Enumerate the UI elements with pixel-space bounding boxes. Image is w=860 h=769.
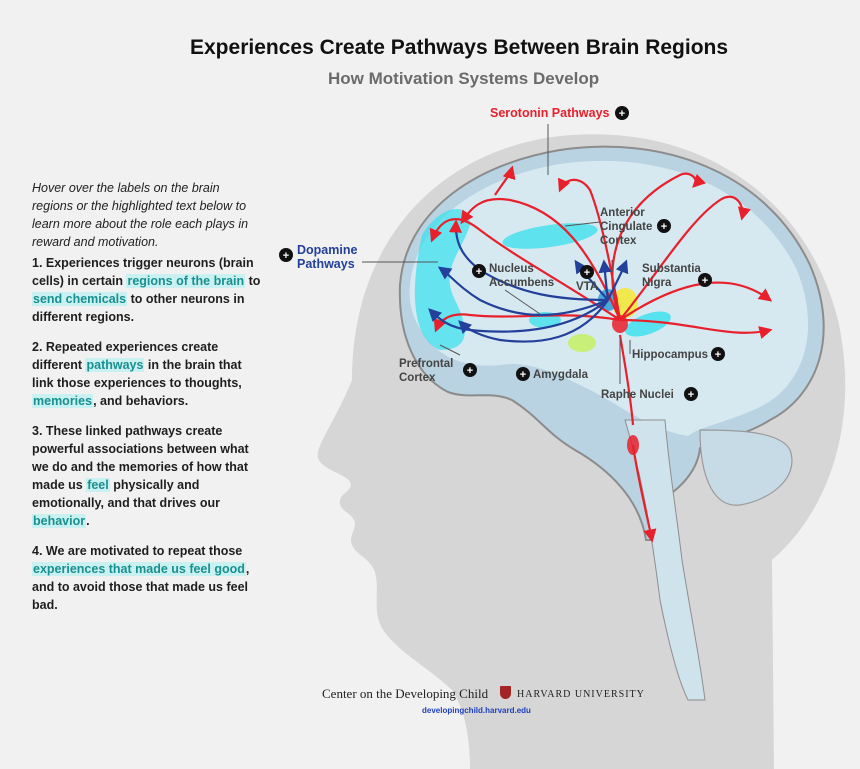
hippocampus-region[interactable] xyxy=(622,306,674,341)
svg-text:+: + xyxy=(619,108,625,120)
svg-text:Pathways: Pathways xyxy=(297,257,355,271)
footer-url[interactable]: developingchild.harvard.edu xyxy=(422,706,531,715)
svg-text:Cingulate: Cingulate xyxy=(600,221,652,233)
svg-text:+: + xyxy=(476,266,482,278)
svg-text:Hippocampus: Hippocampus xyxy=(632,349,708,361)
label-raphe-nuclei[interactable]: Raphe Nuclei + xyxy=(601,387,698,401)
plus-icon xyxy=(615,106,629,120)
footer-organization: Center on the Developing Child xyxy=(322,686,489,701)
page-title: Experiences Create Pathways Between Brai… xyxy=(190,36,729,59)
svg-text:VTA: VTA xyxy=(576,281,598,293)
step-1: 1. Experiences trigger neurons (brain ce… xyxy=(32,256,261,324)
plus-icon xyxy=(684,387,698,401)
plus-icon xyxy=(580,265,594,279)
step-3: 3. These linked pathways create powerful… xyxy=(32,424,249,528)
svg-text:+: + xyxy=(283,250,289,262)
label-amygdala[interactable]: + Amygdala xyxy=(516,367,589,381)
highlight-behavior[interactable]: behavior xyxy=(32,514,87,528)
anterior-cingulate-region[interactable] xyxy=(501,218,599,253)
svg-text:Substantia: Substantia xyxy=(642,263,701,275)
svg-text:Raphe Nuclei: Raphe Nuclei xyxy=(601,389,674,401)
serotonin-pathways xyxy=(429,165,773,543)
svg-text:+: + xyxy=(715,349,721,361)
highlight-experiences-feel-good[interactable]: experiences that made us feel good xyxy=(32,562,246,576)
svg-text:+: + xyxy=(467,365,473,377)
plus-icon xyxy=(463,363,477,377)
footer-university: HARVARD UNIVERSITY xyxy=(517,689,645,700)
highlight-feel[interactable]: feel xyxy=(86,478,110,492)
svg-text:Nucleus: Nucleus xyxy=(489,263,534,275)
label-hippocampus[interactable]: Hippocampus + xyxy=(632,347,725,361)
highlight-send-chemicals[interactable]: send chemicals xyxy=(32,292,128,306)
plus-icon xyxy=(516,367,530,381)
label-substantia-nigra[interactable]: Substantia Nigra + xyxy=(642,263,712,289)
svg-text:+: + xyxy=(584,267,590,279)
harvard-shield-icon xyxy=(500,686,511,699)
step-2: 2. Repeated experiences create different… xyxy=(32,340,242,408)
plus-icon xyxy=(472,264,486,278)
svg-text:Nigra: Nigra xyxy=(642,277,672,289)
svg-text:Dopamine: Dopamine xyxy=(297,243,357,257)
cerebellum xyxy=(699,429,793,506)
svg-text:Amygdala: Amygdala xyxy=(533,369,589,381)
label-nucleus-accumbens[interactable]: + Nucleus Accumbens xyxy=(472,263,554,289)
label-dopamine-pathways[interactable]: + Dopamine Pathways xyxy=(279,243,357,271)
intro-text: Hover over the labels on the brain regio… xyxy=(32,181,249,249)
svg-text:Prefrontal: Prefrontal xyxy=(399,358,453,370)
plus-icon xyxy=(698,273,712,287)
plus-icon xyxy=(279,248,293,262)
highlight-memories[interactable]: memories xyxy=(32,394,94,408)
amygdala-region[interactable] xyxy=(568,334,596,352)
svg-text:Cortex: Cortex xyxy=(600,235,637,247)
label-prefrontal-cortex[interactable]: Prefrontal Cortex + xyxy=(399,358,477,384)
svg-text:+: + xyxy=(520,369,526,381)
svg-text:+: + xyxy=(702,275,708,287)
step-4: 4. We are motivated to repeat those expe… xyxy=(32,544,250,612)
svg-text:+: + xyxy=(688,389,694,401)
dopamine-pathways xyxy=(428,219,629,343)
plus-icon xyxy=(657,219,671,233)
label-anterior-cingulate-cortex[interactable]: Anterior Cingulate Cortex + xyxy=(600,207,671,247)
svg-text:Anterior: Anterior xyxy=(600,207,645,219)
label-serotonin-pathways[interactable]: Serotonin Pathways + xyxy=(490,106,629,120)
svg-text:Serotonin Pathways: Serotonin Pathways xyxy=(490,106,610,120)
highlight-regions-of-the-brain[interactable]: regions of the brain xyxy=(126,274,246,288)
plus-icon xyxy=(711,347,725,361)
highlight-pathways[interactable]: pathways xyxy=(85,358,145,372)
svg-text:+: + xyxy=(661,221,667,233)
label-vta[interactable]: + VTA xyxy=(576,265,598,293)
svg-text:Cortex: Cortex xyxy=(399,372,436,384)
page-subtitle: How Motivation Systems Develop xyxy=(328,69,600,88)
svg-text:Accumbens: Accumbens xyxy=(489,277,554,289)
leader-lines xyxy=(362,124,631,384)
steps-list: 1. Experiences trigger neurons (brain ce… xyxy=(32,254,264,626)
